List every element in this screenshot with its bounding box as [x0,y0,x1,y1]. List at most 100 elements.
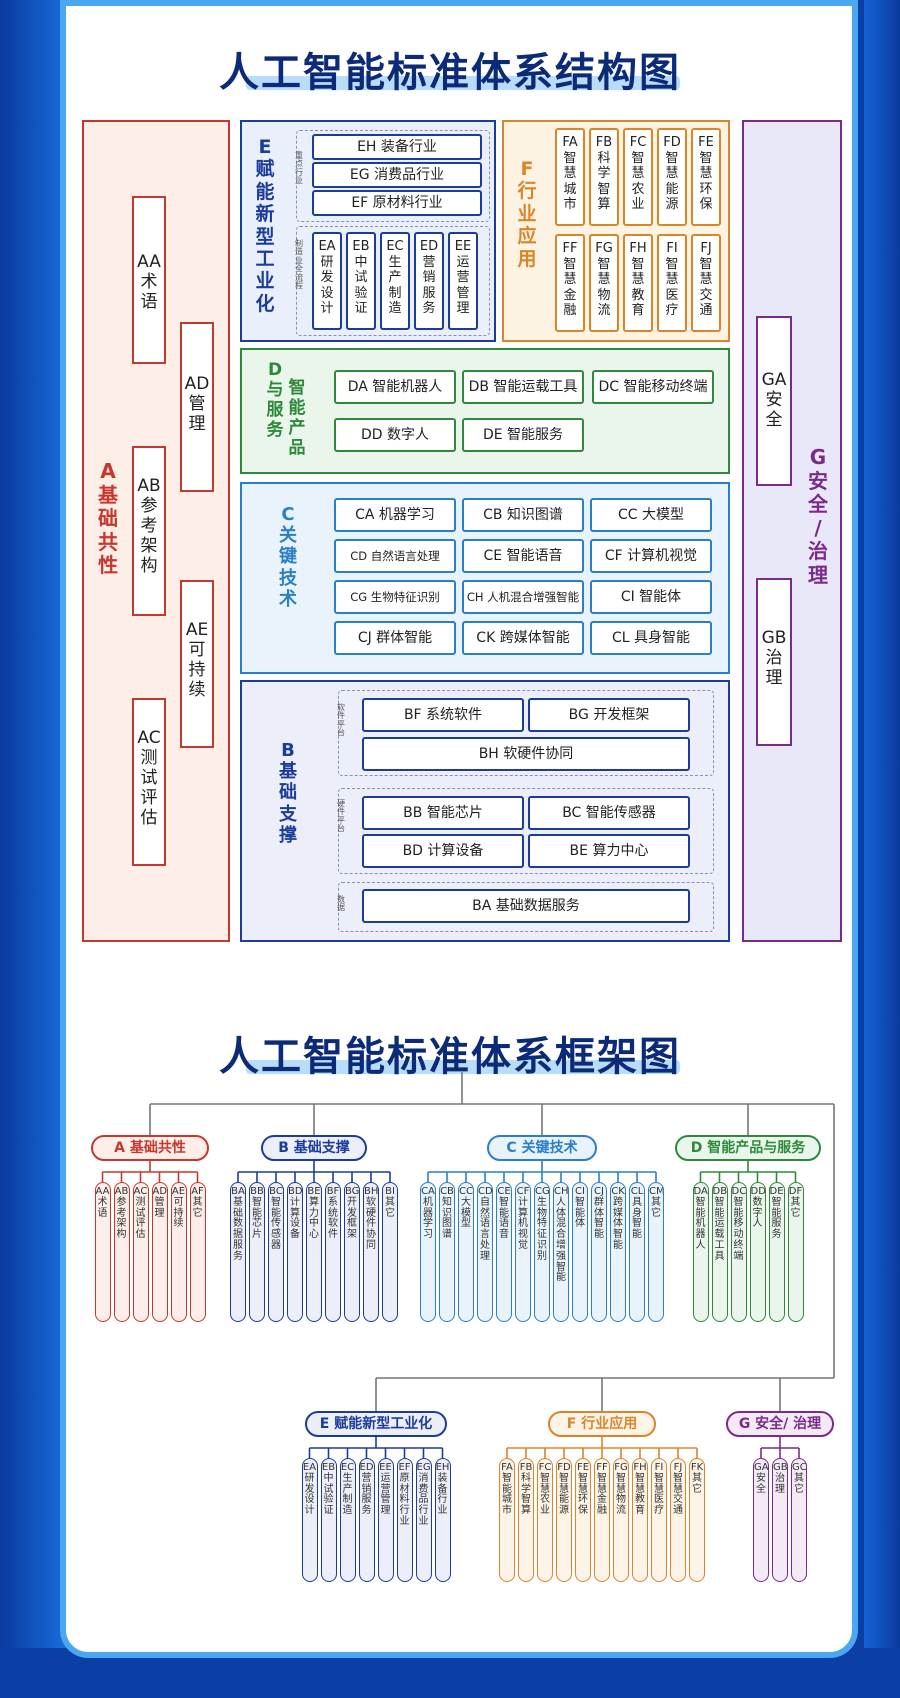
framework-leaf-2-12: CM 其 它 [648,1182,664,1322]
framework-leaf-5-8: FI 智 慧 医 疗 [651,1458,667,1582]
framework-title: 人工智能标准体系框架图 [219,1034,681,1080]
item-ab-reference-architecture: AB 参 考 架 构 [137,476,161,577]
framework-leaf-4-5: EF 原 材 料 行 业 [396,1458,413,1582]
framework-leaf-0-4: AE 可 持 续 [170,1182,187,1322]
e-side-label-process: 制 造 业 全 流 程 [295,239,303,290]
c-item-6: CG 生物特征识别 [334,580,456,614]
b-item-6: BE 算力中心 [528,834,690,868]
framework-leaf-1-6: BG 开 发 框 架 [344,1182,360,1322]
framework-leaf-5-4: FE 智 慧 环 保 [575,1458,591,1582]
framework-leaf-0-3: AD 管 理 [151,1182,168,1322]
framework-category-5: F 行业应用 [548,1411,656,1437]
item-ad-box [180,322,214,492]
c-item-2: CC 大模型 [590,498,712,532]
framework-category-2: C 关键技术 [487,1135,597,1161]
item-gb-governance: GB 治 理 [761,628,787,689]
b-side-label-hardware: 硬 件 平 台 [337,799,345,834]
framework-leaf-2-6: CG 生 物 特 征 识 别 [534,1182,550,1322]
item-ga-box [756,316,792,486]
item-aa-terminology: AA 术 语 [137,252,161,313]
framework-leaf-5-6: FG 智 慧 物 流 [613,1458,629,1582]
section-d-products-services [240,348,730,474]
c-item-10: CK 跨媒体智能 [462,621,584,655]
e-process-item-2: EC 生 产 制 造 [380,232,410,330]
section-g-security-governance [742,120,842,942]
c-item-11: CL 具身智能 [590,621,712,655]
c-item-4: CE 智能语音 [462,539,584,573]
framework-leaf-5-2: FC 智 慧 农 业 [537,1458,553,1582]
framework-leaf-2-5: CF 计 算 机 视 觉 [515,1182,531,1322]
c-item-1: CB 知识图谱 [462,498,584,532]
framework-leaf-1-5: BF 系 统 软 件 [325,1182,341,1322]
framework-leaf-0-1: AB 参 考 架 构 [113,1182,130,1322]
item-ae-sustainability: AE 可 持 续 [185,620,209,701]
f-item-bottom-3: FI 智 慧 医 疗 [657,234,687,332]
framework-leaf-0-5: AF 其 它 [189,1182,206,1322]
b-side-label-software: 软 件 平 台 [337,703,345,738]
b-item-0: BF 系统软件 [362,698,524,732]
background-right [864,0,900,1698]
section-e-label: E 赋 能 新 型 工 业 化 [255,136,275,315]
item-ae-box [180,580,214,748]
framework-leaf-1-0: BA 基 础 数 据 服 务 [230,1182,246,1322]
framework-leaf-4-3: ED 营 销 服 务 [358,1458,375,1582]
structure-title: 人工智能标准体系结构图 [219,50,681,96]
framework-leaf-2-2: CC 大 模 型 [458,1182,474,1322]
item-gb-box [756,578,792,746]
framework-leaf-1-1: BB 智 能 芯 片 [249,1182,265,1322]
c-item-8: CI 智能体 [590,580,712,614]
framework-leaf-2-4: CE 智 能 语 音 [496,1182,512,1322]
f-item-top-3: FD 智 慧 能 源 [657,128,687,226]
framework-leaf-1-4: BE 算 力 中 心 [306,1182,322,1322]
framework-leaf-5-10: FK 其 它 [689,1458,705,1582]
c-item-0: CA 机器学习 [334,498,456,532]
b-side-label-data: 数 据 [337,895,345,913]
item-ef-raw-materials: EF 原材料行业 [312,190,482,216]
b-item-7: BA 基础数据服务 [362,889,690,923]
e-process-item-1: EB 中 试 验 证 [346,232,376,330]
framework-category-1: B 基础支撑 [261,1135,367,1161]
b-software-group [338,690,714,776]
item-ga-security: GA 安 全 [761,370,787,431]
framework-leaf-0-2: AC 测 试 评 估 [132,1182,149,1322]
framework-leaf-4-2: EC 生 产 制 造 [339,1458,356,1582]
framework-leaf-5-7: FH 智 慧 教 育 [632,1458,648,1582]
framework-leaf-3-2: DC 智 能 移 动 终 端 [730,1182,747,1322]
framework-leaf-3-5: DF 其 它 [787,1182,804,1322]
framework-leaf-5-9: FJ 智 慧 交 通 [670,1458,686,1582]
item-aa-box [132,196,166,364]
title-highlight-2 [246,1060,680,1074]
framework-leaf-3-3: DD 数 字 人 [749,1182,766,1322]
d-item-3: DD 数字人 [334,418,456,452]
b-item-4: BC 智能传感器 [528,796,690,830]
framework-leaf-3-1: DB 智 能 运 载 工 具 [711,1182,728,1322]
d-item-1: DB 智能运载工具 [462,370,584,404]
framework-leaf-2-8: CI 智 能 体 [572,1182,588,1322]
section-g-label: G 安 全 / 治 理 [808,445,828,587]
framework-leaf-2-10: CK 跨 媒 体 智 能 [610,1182,626,1322]
framework-leaf-2-1: CB 知 识 图 谱 [439,1182,455,1322]
framework-category-3: D 智能产品与服务 [675,1135,821,1161]
f-item-top-2: FC 智 慧 农 业 [623,128,653,226]
e-process-item-3: ED 营 销 服 务 [414,232,444,330]
e-side-label-industry: 重 点 行 业 [295,151,303,186]
framework-category-6: G 安全/ 治理 [726,1411,834,1437]
f-item-top-0: FA 智 慧 城 市 [555,128,585,226]
section-f-label: F 行 业 应 用 [517,158,537,270]
item-ac-box [132,698,166,866]
c-item-7: CH 人机混合增强智能 [462,580,584,614]
framework-leaf-4-6: EG 消 费 品 行 业 [415,1458,432,1582]
section-b-label: B 基 础 支 撑 [279,740,297,846]
framework-leaf-1-7: BH 软 硬 件 协 同 [363,1182,379,1322]
background-left [0,0,70,1698]
b-item-2: BH 软硬件协同 [362,737,690,771]
section-d-label-2: 智 能 产 品 [288,378,306,459]
e-process-item-0: EA 研 发 设 计 [312,232,342,330]
c-item-3: CD 自然语言处理 [334,539,456,573]
framework-leaf-2-9: CJ 群 体 智 能 [591,1182,607,1322]
background-bottom [0,1648,900,1698]
f-item-bottom-4: FJ 智 慧 交 通 [691,234,721,332]
b-item-1: BG 开发框架 [528,698,690,732]
framework-leaf-1-8: BI 其 它 [382,1182,398,1322]
